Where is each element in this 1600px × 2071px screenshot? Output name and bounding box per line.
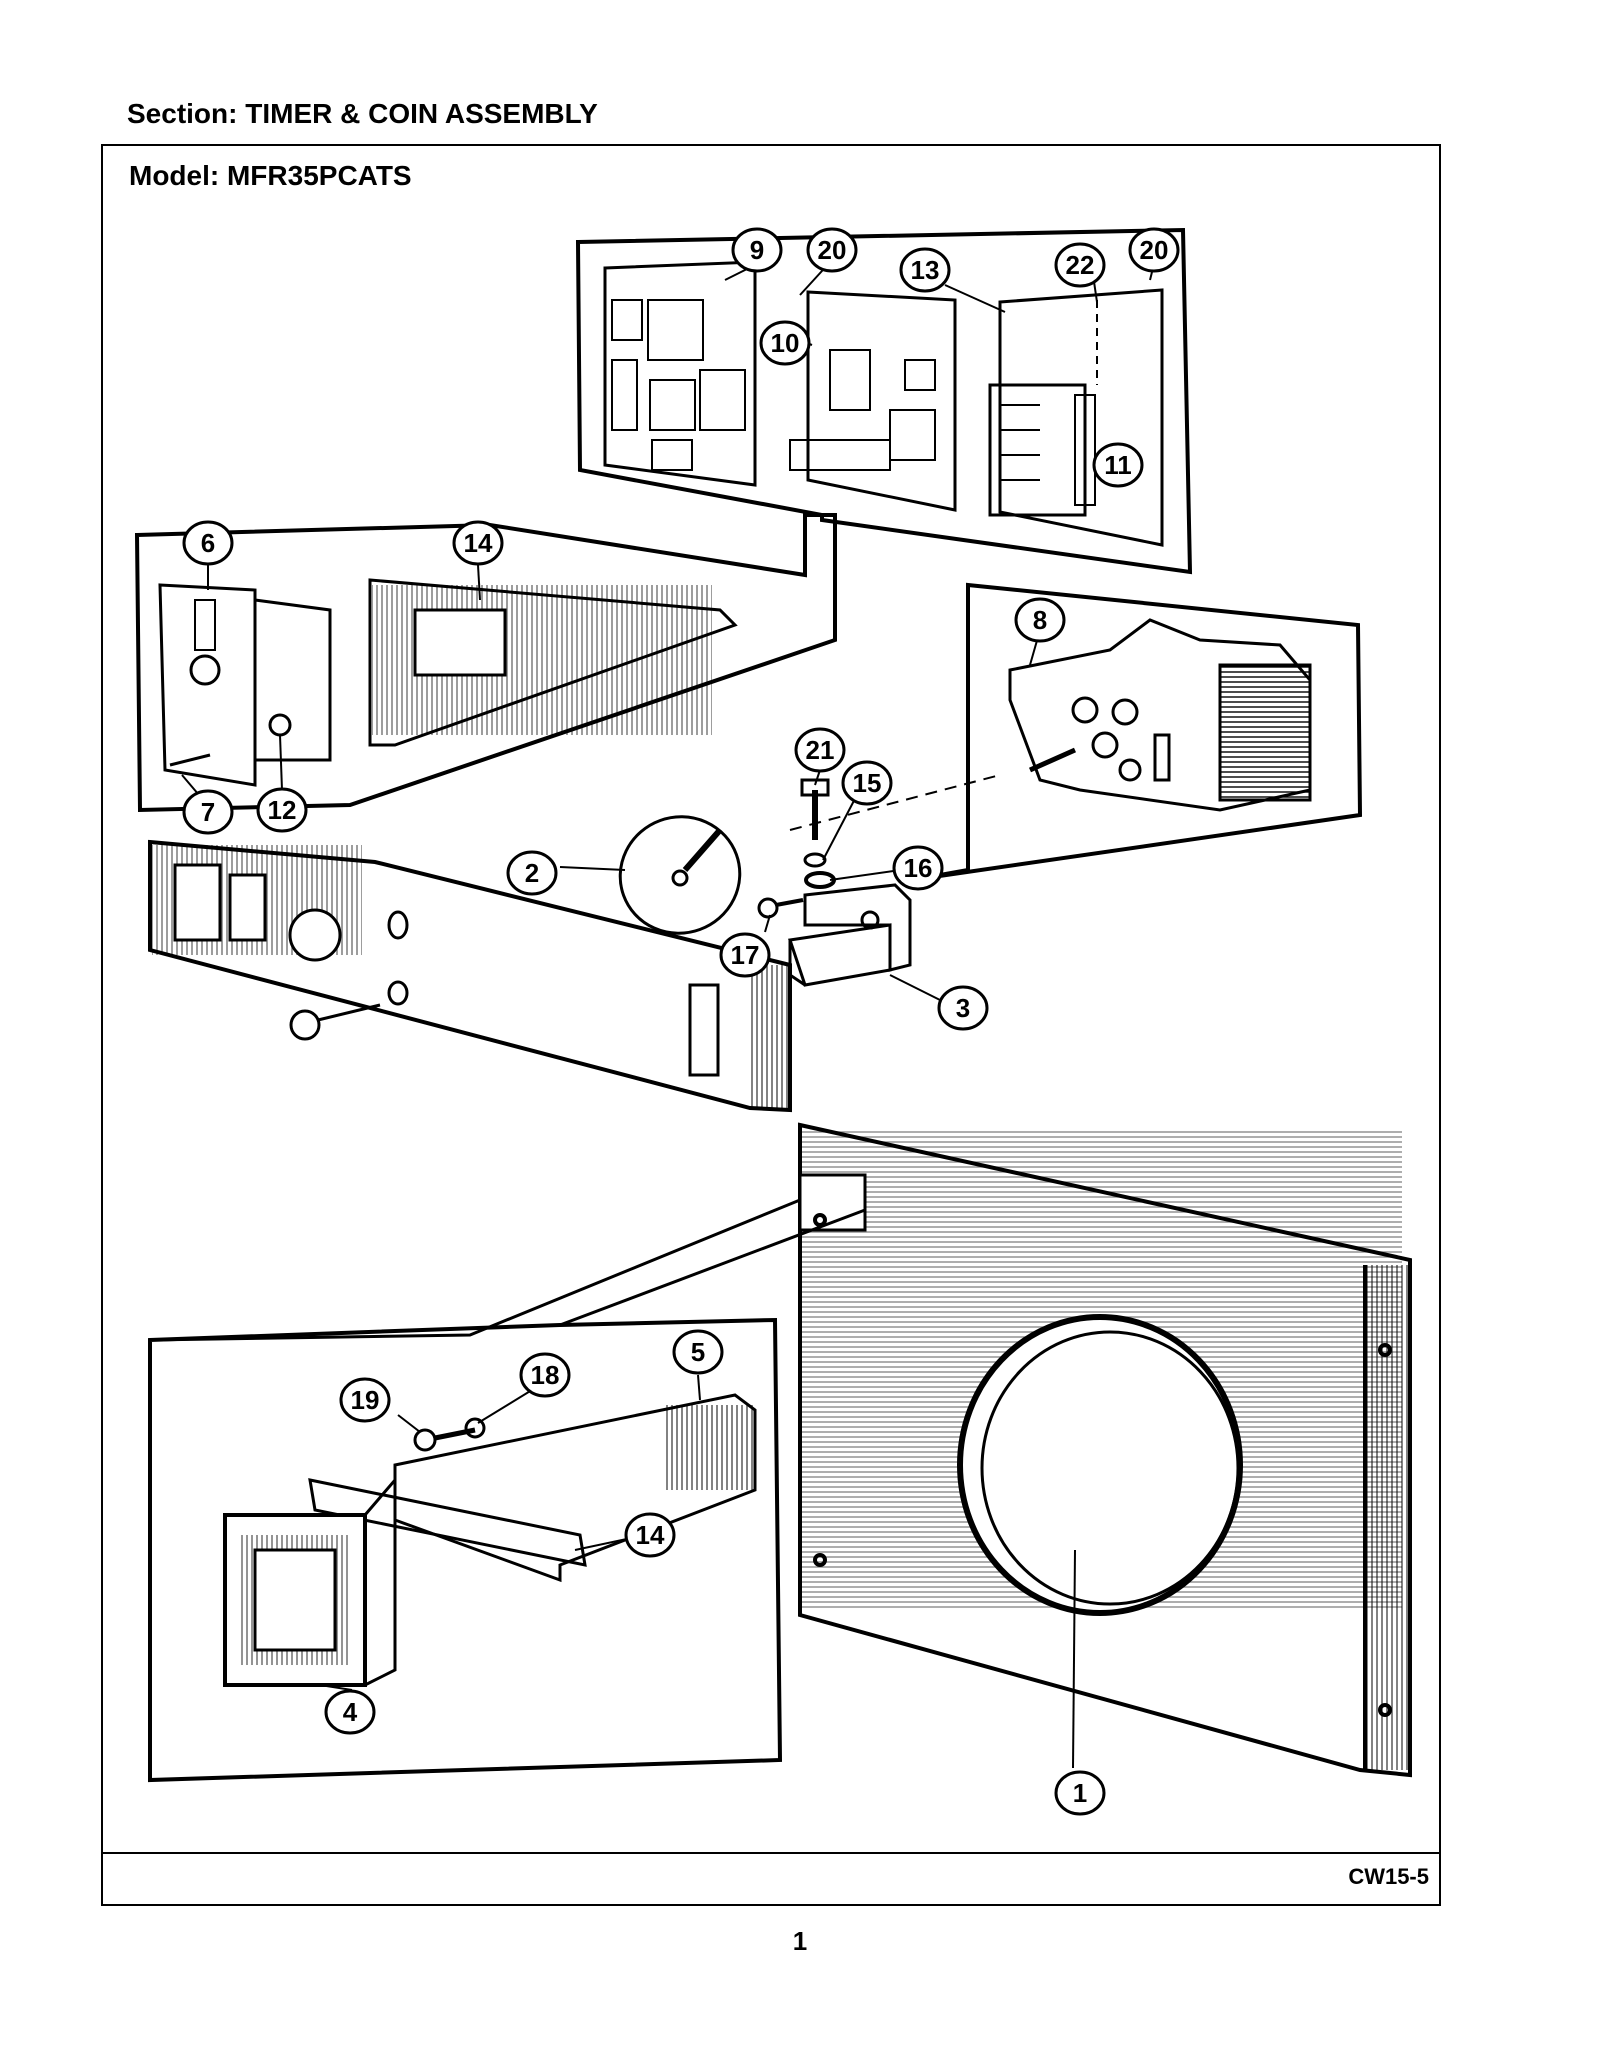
callout-17: 17 xyxy=(719,932,771,978)
callout-label: 10 xyxy=(771,328,800,358)
callout-20: 20 xyxy=(806,227,858,273)
circuit-board-inset xyxy=(575,227,1193,575)
timer-dial xyxy=(618,815,742,935)
callout-label: 3 xyxy=(956,993,970,1023)
coin-acceptor-inset xyxy=(134,513,837,813)
callout-4: 4 xyxy=(324,1689,376,1735)
diagram-frame: Model: MFR35PCATS CW15-5 xyxy=(101,144,1441,1906)
callout-14: 14 xyxy=(624,1512,676,1558)
callout-label: 22 xyxy=(1066,250,1095,280)
callout-label: 19 xyxy=(351,1385,380,1415)
callout-1: 1 xyxy=(1054,1770,1106,1816)
callout-6: 6 xyxy=(182,520,234,566)
callout-8: 8 xyxy=(1014,597,1066,643)
callout-7: 7 xyxy=(182,789,234,835)
callout-16: 16 xyxy=(892,845,944,891)
diagram-code: CW15-5 xyxy=(1348,1864,1429,1889)
callout-9: 9 xyxy=(731,227,783,273)
callout-18: 18 xyxy=(519,1352,571,1398)
callout-22: 22 xyxy=(1054,242,1106,288)
callout-label: 5 xyxy=(691,1337,705,1367)
callout-label: 21 xyxy=(806,735,835,765)
timer-inset xyxy=(911,582,1363,882)
callout-label: 1 xyxy=(1073,1778,1087,1808)
callout-label: 15 xyxy=(853,768,882,798)
callout-label: 13 xyxy=(911,255,940,285)
callout-label: 7 xyxy=(201,797,215,827)
callout-label: 6 xyxy=(201,528,215,558)
callout-12: 12 xyxy=(256,787,308,833)
callout-2: 2 xyxy=(506,850,558,896)
callout-21: 21 xyxy=(794,727,846,773)
callout-5: 5 xyxy=(672,1329,724,1375)
callout-19: 19 xyxy=(339,1377,391,1423)
callout-label: 20 xyxy=(818,235,847,265)
callout-20: 20 xyxy=(1128,227,1180,273)
section-title: Section: TIMER & COIN ASSEMBLY xyxy=(127,98,598,129)
callout-label: 4 xyxy=(343,1697,358,1727)
callout-label: 9 xyxy=(750,235,764,265)
callout-label: 14 xyxy=(636,1520,665,1550)
callout-15: 15 xyxy=(841,760,893,806)
callout-label: 11 xyxy=(1104,450,1132,480)
callout-label: 8 xyxy=(1033,605,1047,635)
callout-label: 14 xyxy=(464,528,493,558)
model-label: Model: MFR35PCATS xyxy=(129,160,412,191)
coin-box-inset xyxy=(148,1317,783,1783)
timer-bracket xyxy=(757,778,912,987)
control-console xyxy=(148,839,792,1113)
callout-label: 2 xyxy=(525,858,539,888)
callout-label: 12 xyxy=(268,795,297,825)
footer-rule xyxy=(103,1852,1439,1854)
callout-label: 17 xyxy=(731,940,760,970)
callout-11: 11 xyxy=(1092,442,1144,488)
callout-13: 13 xyxy=(899,247,951,293)
callout-label: 20 xyxy=(1140,235,1169,265)
page-number: 1 xyxy=(792,1926,808,1956)
callout-10: 10 xyxy=(759,320,811,366)
callout-3: 3 xyxy=(937,985,989,1031)
callout-label: 18 xyxy=(531,1360,560,1390)
callout-label: 16 xyxy=(904,853,933,883)
front-panel xyxy=(798,1122,1412,1778)
callout-14: 14 xyxy=(452,520,504,566)
